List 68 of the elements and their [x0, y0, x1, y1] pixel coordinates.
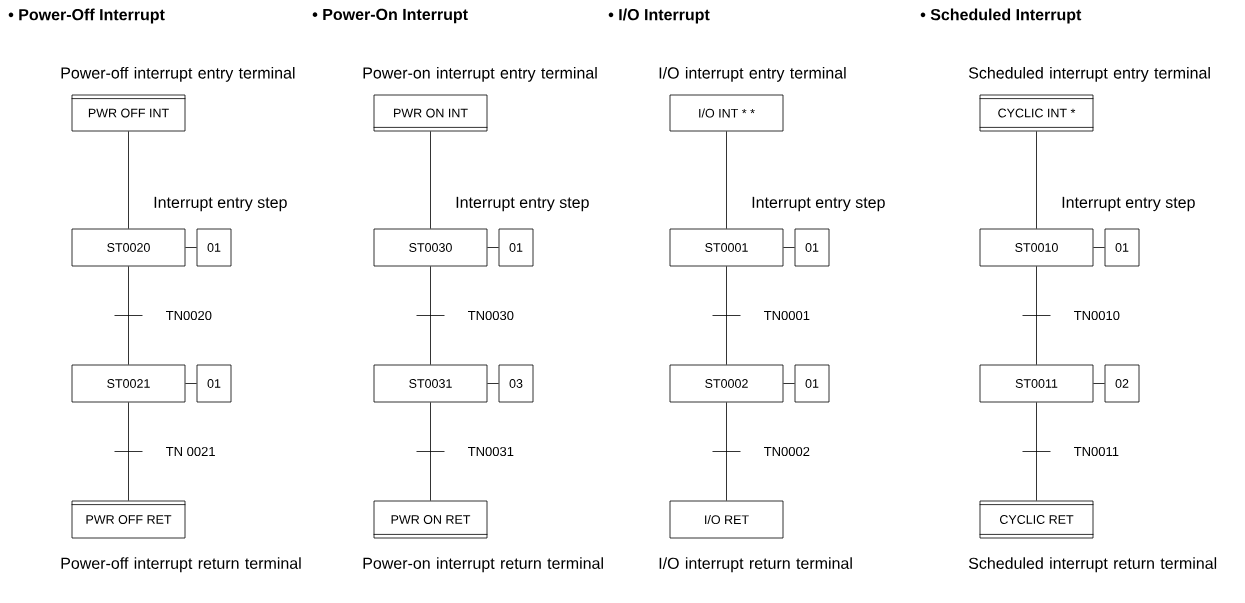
transition-label: TN0001: [764, 310, 810, 321]
connector-line: [726, 402, 727, 501]
connector-line: [430, 266, 431, 365]
connector-line: [1093, 247, 1105, 248]
caption-text: Power-on interrupt return terminal: [363, 557, 603, 573]
terminal-box: I/O RET: [669, 500, 784, 539]
caption-text: I/O interrupt entry terminal: [659, 66, 846, 82]
connector-line: [430, 402, 431, 501]
connector-line: [1036, 266, 1037, 365]
action-box: 01: [794, 228, 830, 267]
transition-label: TN 0021: [166, 446, 215, 457]
step-box: ST0011: [979, 364, 1094, 403]
connector-line: [185, 247, 197, 248]
connector-line: [1036, 131, 1037, 229]
terminal-box: PWR ON INT: [373, 94, 488, 132]
connector-line: [726, 131, 727, 229]
connector-line: [128, 266, 129, 365]
terminal-box: I/O INT * *: [669, 94, 784, 132]
connector-line: [783, 247, 795, 248]
caption-text: Interrupt entry step: [752, 196, 885, 212]
connector-line: [1093, 383, 1105, 384]
connector-line: [487, 247, 499, 248]
caption-text: Power-on interrupt entry terminal: [363, 66, 597, 82]
terminal-box: PWR OFF INT: [71, 94, 186, 132]
terminal-box: PWR OFF RET: [71, 500, 186, 539]
caption-text: Interrupt entry step: [154, 196, 287, 212]
transition-label: TN0030: [468, 310, 514, 321]
step-box: ST0002: [669, 364, 784, 403]
caption-text: Scheduled interrupt return terminal: [968, 557, 1217, 573]
action-box: 01: [1104, 228, 1140, 267]
terminal-box: CYCLIC INT *: [979, 94, 1094, 132]
transition-label: TN0020: [166, 310, 212, 321]
connector-line: [185, 383, 197, 384]
action-box: 01: [196, 364, 232, 403]
transition-label: TN0002: [764, 446, 810, 457]
step-box: ST0031: [373, 364, 488, 403]
connector-line: [783, 383, 795, 384]
terminal-box: PWR ON RET: [373, 500, 488, 539]
action-box: 01: [196, 228, 232, 267]
step-box: ST0021: [71, 364, 186, 403]
step-box: ST0010: [979, 228, 1094, 267]
action-box: 01: [498, 228, 534, 267]
caption-text: Power-off interrupt return terminal: [61, 557, 301, 573]
action-box: 03: [498, 364, 534, 403]
connector-line: [487, 383, 499, 384]
connector-line: [1036, 402, 1037, 501]
step-box: ST0001: [669, 228, 784, 267]
action-box: 01: [794, 364, 830, 403]
section-heading: • I/O Interrupt: [608, 8, 710, 24]
transition-label: TN0011: [1074, 446, 1119, 457]
transition-label: TN0031: [468, 446, 514, 457]
section-heading: • Power-On Interrupt: [312, 8, 468, 24]
caption-text: Scheduled interrupt entry terminal: [968, 66, 1210, 82]
section-heading: • Scheduled Interrupt: [920, 8, 1082, 24]
caption-text: Interrupt entry step: [1062, 196, 1195, 212]
connector-line: [128, 131, 129, 229]
connector-line: [726, 266, 727, 365]
caption-text: I/O interrupt return terminal: [659, 557, 852, 573]
action-box: 02: [1104, 364, 1140, 403]
terminal-box: CYCLIC RET: [979, 500, 1094, 539]
step-box: ST0020: [71, 228, 186, 267]
section-heading: • Power-Off Interrupt: [8, 8, 165, 24]
connector-line: [430, 131, 431, 229]
caption-text: Power-off interrupt entry terminal: [61, 66, 295, 82]
step-box: ST0030: [373, 228, 488, 267]
connector-line: [128, 402, 129, 501]
caption-text: Interrupt entry step: [456, 196, 589, 212]
transition-label: TN0010: [1074, 310, 1120, 321]
